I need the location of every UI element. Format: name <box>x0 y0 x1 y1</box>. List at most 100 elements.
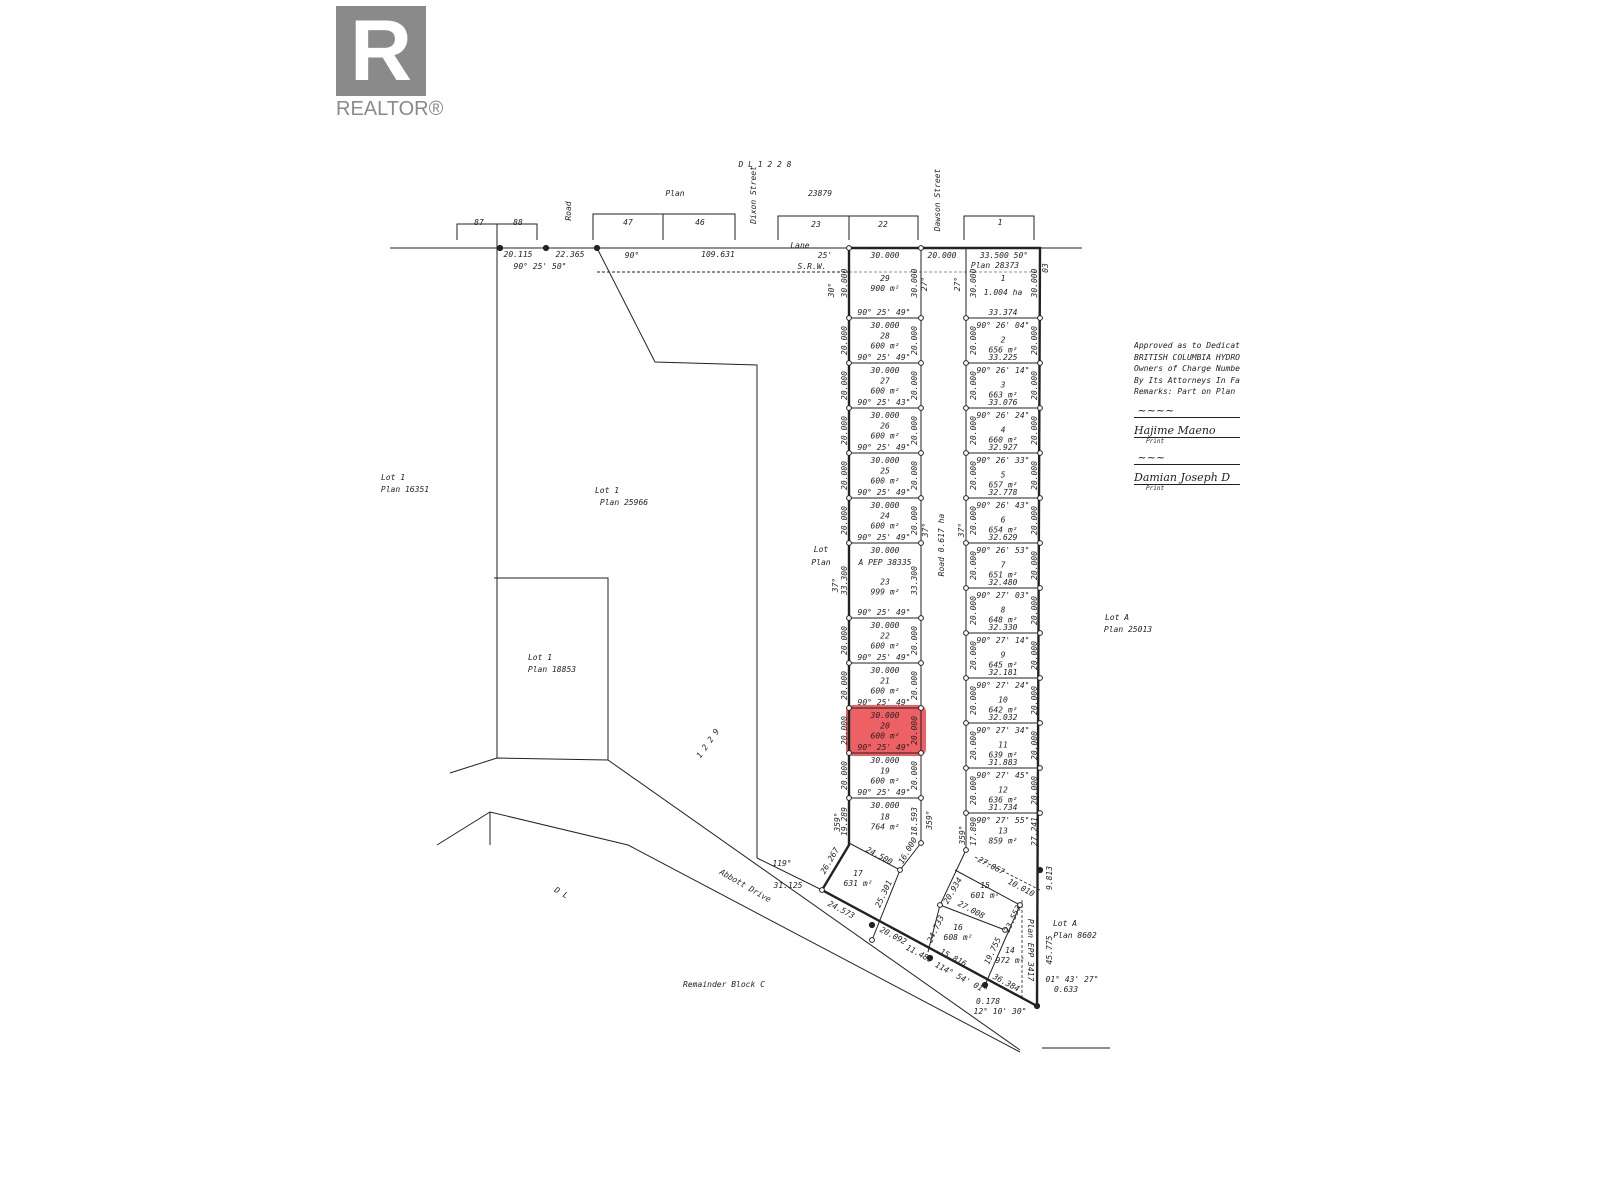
plan-label: 23879 <box>808 189 832 198</box>
lot-dimension: 20.000 <box>969 506 978 535</box>
lot-dimension: 20.000 <box>969 731 978 760</box>
lot-bearing: 90° 26' 24" <box>977 411 1030 420</box>
plan-label: 25' <box>818 251 832 260</box>
lot-dimension: 33.300 <box>910 566 919 596</box>
print-label: Print <box>1146 484 1165 492</box>
survey-marker <box>1037 450 1043 456</box>
signature-1: ~~~~ <box>1134 404 1240 418</box>
lot-bearing: 90° 25' 49" <box>858 788 911 797</box>
survey-marker <box>1037 720 1043 726</box>
survey-marker <box>846 705 852 711</box>
lot-area: 600 m² <box>871 687 900 696</box>
lot-number: 47 <box>623 218 633 227</box>
lot-dimension: 30.000 <box>870 411 900 420</box>
plan-label: 31.125 <box>773 881 803 890</box>
survey-marker <box>846 750 852 756</box>
survey-marker <box>897 867 903 873</box>
plan-label: 90° <box>625 251 639 260</box>
survey-marker <box>963 540 969 546</box>
plan-label: Plan 25013 <box>1104 625 1152 634</box>
lot-dimension: 20.000 <box>1030 551 1039 580</box>
lot-number: 9 <box>1001 651 1006 660</box>
lot-bearing: 90° 27' 45" <box>977 771 1030 780</box>
survey-marker <box>1037 765 1043 771</box>
district-label: 1 2 2 9 <box>695 727 722 760</box>
lot-bearing: 90° 26' 43" <box>977 501 1030 510</box>
survey-marker <box>1037 360 1043 366</box>
lot-bearing: 90° 27' 55" <box>977 816 1030 825</box>
lot-dimension: 20.000 <box>910 506 919 535</box>
survey-marker <box>819 887 825 893</box>
boundary-line <box>984 904 1021 986</box>
plan-label: Plan 18853 <box>528 665 576 674</box>
lot-number: 16 <box>953 923 963 932</box>
survey-marker <box>918 450 924 456</box>
survey-marker <box>918 540 924 546</box>
lot-dimension: 32.330 <box>988 623 1018 632</box>
lot-dimension: 18.593 <box>910 807 919 836</box>
lot-dimension: 31.734 <box>988 803 1018 812</box>
survey-marker <box>981 981 989 989</box>
lot-dimension: 20.000 <box>1030 461 1039 490</box>
lot-number: 5 <box>1001 471 1006 480</box>
lot-area: 648 m² <box>989 616 1018 625</box>
lot-dimension: 31.883 <box>988 758 1018 767</box>
lot-dimension: 20.000 <box>910 671 919 700</box>
lot-dimension: 19.289 <box>840 807 849 836</box>
lot-bearing: 90° 25' 49" <box>858 353 911 362</box>
approval-block: Approved as to Dedicat BRITISH COLUMBIA … <box>1134 340 1240 492</box>
lot-area: 642 m² <box>989 706 1018 715</box>
lot-dimension: 30.000 <box>870 546 900 555</box>
plan-label: Remainder Block C <box>683 980 765 989</box>
lot-dimension: 20.000 <box>910 716 919 745</box>
survey-marker <box>963 675 969 681</box>
lot-number: 8 <box>1001 606 1006 615</box>
plan-label: 45.775 <box>1045 935 1054 964</box>
lot-area: 631 m² <box>844 879 873 888</box>
boundary-line <box>963 215 1035 240</box>
signatory-2: Damian Joseph D <box>1134 471 1240 485</box>
lot-number: 1 <box>1001 274 1006 283</box>
lot-bearing: 90° 27' 03" <box>977 591 1030 600</box>
lot-area: 645 m² <box>989 661 1018 670</box>
survey-marker <box>1002 927 1008 933</box>
plan-label: 03 <box>1041 263 1050 273</box>
lot-bearing: 90° 25' 49" <box>858 308 911 317</box>
lot-bearing: 90° 25' 49" <box>858 653 911 662</box>
lot-dimension: 17.890 <box>969 817 978 846</box>
lot-number: 27 <box>880 377 890 386</box>
lot-dimension: 20.000 <box>1030 506 1039 535</box>
lot-area: 636 m² <box>989 796 1018 805</box>
survey-marker <box>1037 315 1043 321</box>
survey-marker <box>1037 585 1043 591</box>
boundary-line <box>777 215 919 240</box>
survey-marker <box>963 585 969 591</box>
realtor-logo: R REALTOR® <box>336 3 444 120</box>
plan-label: 20.115 <box>504 250 533 259</box>
lot-number: 4 <box>1001 426 1006 435</box>
survey-marker <box>937 902 943 908</box>
lot-number: 19 <box>880 767 890 776</box>
plan-label: 359° <box>833 812 842 832</box>
survey-marker <box>846 360 852 366</box>
plan-label: 26.267 <box>819 846 841 876</box>
survey-marker <box>1037 540 1043 546</box>
lot-number: 15 <box>980 881 990 890</box>
approval-line: Owners of Charge Numbe <box>1134 364 1240 373</box>
survey-marker <box>1037 495 1043 501</box>
plan-label: Plan 8602 <box>1053 931 1097 940</box>
lot-dimension: 20.000 <box>840 326 849 355</box>
plan-label: 20.000 <box>928 251 957 260</box>
survey-marker <box>846 315 852 321</box>
lot-number: 24 <box>880 512 890 521</box>
lot-dimension: 30.000 <box>870 321 900 330</box>
survey-marker <box>918 750 924 756</box>
lot-bearing: 90° 26' 14" <box>977 366 1030 375</box>
lot-area: 600 m² <box>871 642 900 651</box>
approval-line: Remarks: Part on Plan <box>1134 387 1236 396</box>
lot-bearing: 90° 26' 04" <box>977 321 1030 330</box>
lot-number: 14 <box>1005 946 1015 955</box>
lot-dimension: 33.076 <box>988 398 1018 407</box>
plan-label: Lot A <box>1105 613 1129 622</box>
lot-area: 608 m² <box>944 933 973 942</box>
